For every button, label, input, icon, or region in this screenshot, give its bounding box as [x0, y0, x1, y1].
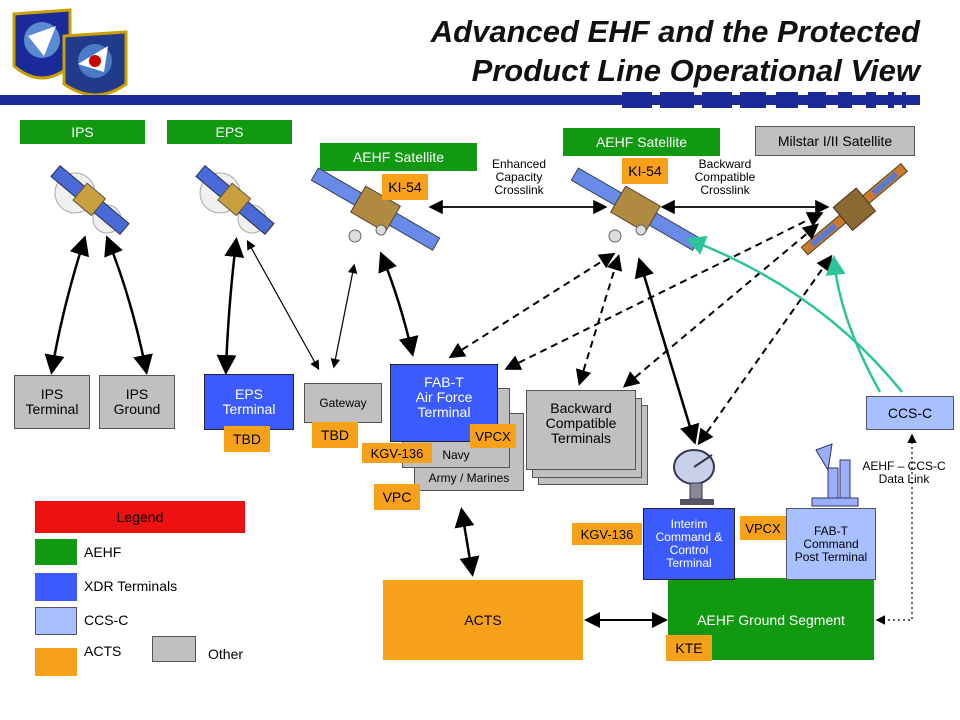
- title-bar: [0, 95, 920, 105]
- af-space-command-logo: [8, 6, 134, 102]
- link-backward-aehf2-dashed: [575, 254, 623, 386]
- title-bar-segment: [866, 92, 876, 108]
- vpcx-tag-2: VPCX: [740, 516, 786, 540]
- legend-other-label: Other: [208, 646, 244, 662]
- ki-54-tag-1: KI-54: [382, 174, 428, 200]
- vpcx-tag-1: VPCX: [470, 424, 516, 448]
- acts-node: ACTS: [383, 580, 583, 660]
- vpc-tag: VPC: [374, 484, 420, 510]
- navy-label: Navy: [442, 448, 470, 462]
- aehf-satellite-header-1: AEHF Satellite: [320, 143, 477, 171]
- page-title-line1: Advanced EHF and the Protected: [430, 14, 920, 49]
- legend-aehf-swatch: [35, 539, 77, 565]
- title-bar-segment: [808, 92, 826, 108]
- link-eps-terminal: [216, 237, 245, 375]
- satellite-icon: [35, 155, 145, 245]
- ki-54-tag-2: KI-54: [622, 158, 668, 184]
- eps-header: EPS: [167, 120, 292, 144]
- ips-header: IPS: [20, 120, 145, 144]
- kte-tag: KTE: [666, 635, 712, 661]
- link-eps-gateway: [246, 239, 320, 371]
- gateway-node: Gateway: [304, 383, 382, 423]
- aehf-ground-segment-label: AEHF Ground Segment: [697, 611, 845, 628]
- kgv-136-tag-1: KGV-136: [362, 443, 432, 463]
- legend-acts-label: ACTS: [84, 643, 122, 659]
- tbd-tag-eps: TBD: [224, 426, 270, 452]
- milstar-satellite-icon: [790, 160, 920, 260]
- milstar-satellite-header: Milstar I/II Satellite: [755, 126, 915, 156]
- title-bar-segment: [838, 92, 852, 108]
- title-bar-segment: [622, 92, 652, 108]
- link-ccsc-milstar: [825, 255, 882, 393]
- title-bar-segment: [702, 92, 732, 108]
- link-fabt-aehf: [378, 251, 419, 357]
- link-fabt-aehf2-dashed: [448, 252, 616, 359]
- legend-xdr-label: XDR Terminals: [84, 578, 178, 594]
- legend-other-swatch: [152, 636, 196, 662]
- link-dish-milstar-dashed: [697, 254, 833, 446]
- legend-acts-swatch: [35, 648, 77, 676]
- page-title-line2: Product Line Operational View: [471, 53, 920, 88]
- satellite-icon: [180, 155, 290, 245]
- legend-xdr-swatch: [35, 573, 77, 601]
- title-bar-segment: [888, 92, 894, 108]
- link-gateway-aehf: [330, 263, 358, 369]
- link-ccsc-aehf2: [685, 236, 903, 393]
- kgv-136-tag-2: KGV-136: [572, 523, 642, 545]
- link-dish-aehf2: [634, 257, 700, 445]
- title-bar-segment: [740, 92, 766, 108]
- tbd-tag-gateway: TBD: [312, 422, 358, 448]
- legend-ccs-c-label: CCS-C: [84, 612, 129, 628]
- legend-ccs-c-swatch: [35, 607, 77, 635]
- legend-aehf-label: AEHF: [84, 544, 122, 560]
- army-marines-label: Army / Marines: [428, 471, 510, 485]
- aehf-satellite-header-2: AEHF Satellite: [563, 128, 720, 156]
- dish-antenna-icon: [668, 445, 728, 507]
- satellite-icon: [305, 160, 445, 260]
- title-bar-segment: [776, 92, 798, 108]
- title-bar-segment: [902, 92, 906, 108]
- link-ips-ground: [104, 235, 153, 375]
- ccs-c-node: CCS-C: [866, 396, 954, 430]
- command-post-antenna-icon: [806, 440, 864, 508]
- legend-title: Legend: [35, 501, 245, 533]
- link-ips-terminal: [44, 235, 90, 375]
- link-army-acts: [454, 507, 480, 577]
- title-bar-segment: [660, 92, 694, 108]
